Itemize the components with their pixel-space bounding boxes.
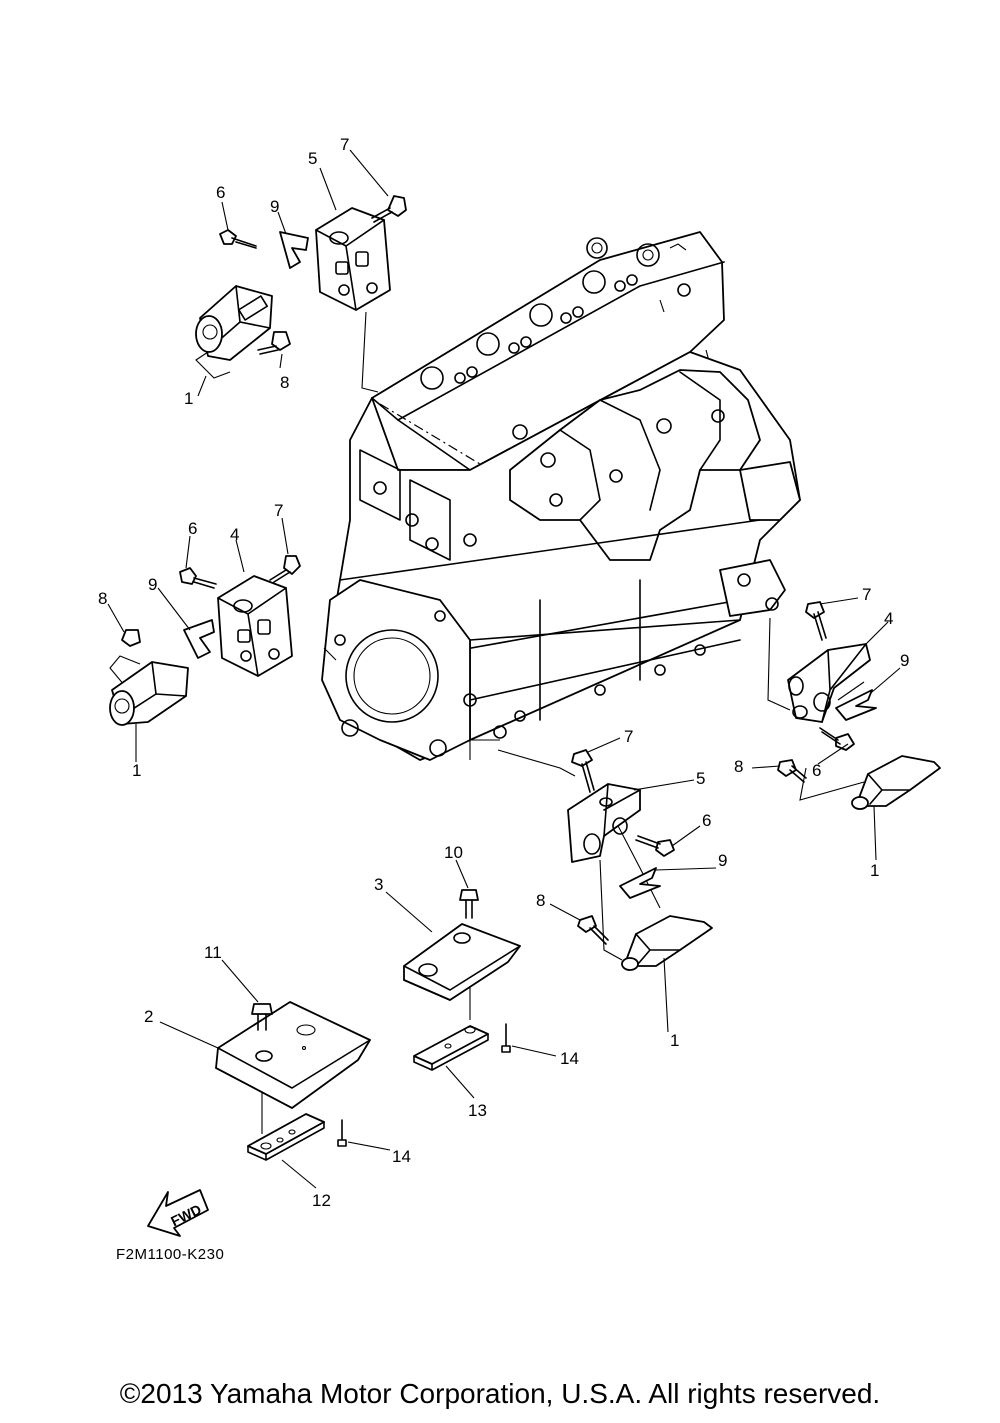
callout-1-upper: 1 — [184, 389, 193, 408]
mount-pad-2 — [215, 1001, 371, 1109]
callout-7-right: 7 — [862, 585, 871, 604]
callout-12: 12 — [312, 1191, 331, 1210]
callout-6-right: 6 — [812, 761, 821, 780]
plate-12 — [247, 1113, 325, 1161]
mount-pad-3 — [403, 923, 521, 1001]
callout-leaders — [107, 149, 901, 1189]
callout-1-front: 1 — [670, 1031, 679, 1050]
callout-9-left: 9 — [148, 575, 157, 594]
bolt-7-right — [805, 601, 827, 641]
callout-7-left: 7 — [274, 501, 283, 520]
callout-5-front: 5 — [696, 769, 705, 788]
callout-numbers: 1 1 1 1 2 3 4 4 5 5 6 6 6 6 7 7 7 7 8 8 … — [98, 135, 909, 1210]
bolt-6-upper — [219, 229, 257, 249]
bolt-6-left — [179, 567, 217, 589]
screw-10 — [459, 889, 479, 919]
bracket-5-front — [567, 783, 641, 863]
plate-13 — [413, 1025, 489, 1071]
callout-13: 13 — [468, 1101, 487, 1120]
bolt-8-upper — [257, 331, 291, 355]
bracket-4-right — [787, 643, 871, 723]
callout-11: 11 — [204, 943, 222, 962]
screw-11 — [251, 1003, 273, 1031]
engine-block — [321, 231, 801, 761]
shim-9-front — [619, 867, 661, 899]
bolt-8-right — [777, 759, 807, 783]
callout-2: 2 — [144, 1007, 153, 1026]
callout-14-b: 14 — [392, 1147, 411, 1166]
bolt-6-front — [635, 835, 675, 857]
bolt-7-front — [571, 749, 595, 793]
callout-4-right: 4 — [884, 609, 893, 628]
rivet-14-a — [501, 1023, 511, 1053]
shim-9-right — [835, 689, 877, 721]
callout-4-left: 4 — [230, 525, 239, 544]
callout-8-left: 8 — [98, 589, 107, 608]
callout-6-upper: 6 — [216, 183, 225, 202]
bolt-7-left — [269, 555, 301, 583]
callout-14-a: 14 — [560, 1049, 579, 1068]
mount-rubber-1-upper — [195, 285, 273, 361]
callout-7-upper: 7 — [340, 135, 349, 154]
shim-9-left — [183, 619, 215, 659]
bolt-8-left — [121, 629, 141, 647]
bolt-8-front — [577, 915, 609, 945]
bolt-6-right — [819, 727, 855, 751]
callout-6-front: 6 — [702, 811, 711, 830]
mount-rubber-1-right — [851, 755, 941, 810]
callout-3: 3 — [374, 875, 383, 894]
callout-1-left: 1 — [132, 761, 141, 780]
callout-8-front: 8 — [536, 891, 545, 910]
bolt-7-upper — [371, 195, 407, 223]
mount-rubber-1-left — [109, 661, 189, 726]
callout-5-upper: 5 — [308, 149, 317, 168]
callout-7-front: 7 — [624, 727, 633, 746]
callout-10: 10 — [444, 843, 463, 862]
copyright-notice: ©2013 Yamaha Motor Corporation, U.S.A. A… — [119, 1378, 881, 1409]
diagram-code: F2M1100-K230 — [116, 1246, 225, 1263]
callout-6-left: 6 — [188, 519, 197, 538]
shim-9-upper — [279, 231, 309, 269]
bracket-5-upper — [315, 207, 391, 311]
callout-8-right: 8 — [734, 757, 743, 776]
callout-8-upper: 8 — [280, 373, 289, 392]
bracket-4-left — [217, 575, 293, 677]
callout-9-right: 9 — [900, 651, 909, 670]
fwd-arrow: FWD — [147, 1189, 209, 1237]
callout-1-right: 1 — [870, 861, 879, 880]
rivet-14-b — [337, 1119, 347, 1147]
callout-9-upper: 9 — [270, 197, 279, 216]
mount-rubber-1-front — [621, 915, 713, 971]
callout-9-front: 9 — [718, 851, 727, 870]
